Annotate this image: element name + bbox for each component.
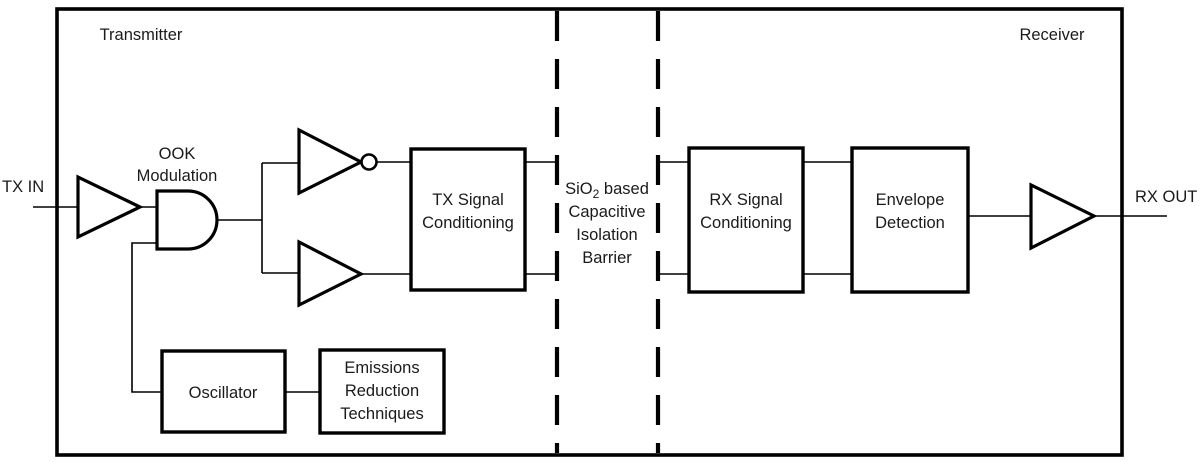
barrier-caption-line2: Capacitive: [568, 203, 645, 221]
barrier-caption-line3: Isolation: [576, 226, 637, 244]
rx-signal-conditioning-label-line1: RX Signal: [709, 191, 782, 209]
transmitter-region-label: Transmitter: [100, 26, 183, 44]
ook-modulation-label-line1: OOK: [159, 145, 196, 163]
barrier-caption-line1: SiO2 based: [565, 180, 649, 201]
tx-signal-conditioning-label-line1: TX Signal: [432, 191, 504, 209]
device-outline: [55, 7, 1124, 457]
top-inverter-gate: [297, 127, 365, 196]
receiver-region-label: Receiver: [1019, 26, 1085, 44]
oscillator-block: [160, 349, 287, 434]
tx-in-port-label: TX IN: [2, 178, 44, 196]
rx-signal-conditioning-label-line2: Conditioning: [700, 214, 792, 232]
envelope-detection-label-line1: Envelope: [876, 191, 945, 209]
tx-signal-conditioning-block: [409, 147, 527, 292]
and-gate: [155, 189, 219, 251]
oscillator-label: Oscillator: [189, 384, 258, 402]
wire-oscillator-feedback-to-and: [131, 242, 162, 393]
barrier-caption-based: based: [599, 180, 649, 198]
inverter-bubble-icon: [360, 153, 378, 171]
rx-out-port-label: RX OUT: [1135, 188, 1197, 206]
emissions-reduction-label-line3: Techniques: [340, 405, 423, 423]
rx-signal-conditioning-block: [687, 146, 805, 294]
tx-signal-conditioning-label-line2: Conditioning: [422, 214, 514, 232]
emissions-reduction-label-line1: Emissions: [344, 359, 419, 377]
input-buffer-gate: [76, 174, 144, 240]
barrier-caption-line4: Barrier: [582, 249, 632, 267]
output-buffer-gate: [1029, 182, 1098, 251]
envelope-detection-block: [850, 146, 970, 294]
barrier-caption-sio: SiO: [565, 180, 593, 198]
emissions-reduction-label-line2: Reduction: [345, 382, 419, 400]
ook-modulation-label-line2: Modulation: [137, 167, 218, 185]
emissions-reduction-block: [318, 348, 446, 435]
barrier-caption-subscript: 2: [593, 187, 600, 201]
envelope-detection-label-line2: Detection: [875, 214, 945, 232]
bottom-buffer-gate: [297, 239, 365, 308]
